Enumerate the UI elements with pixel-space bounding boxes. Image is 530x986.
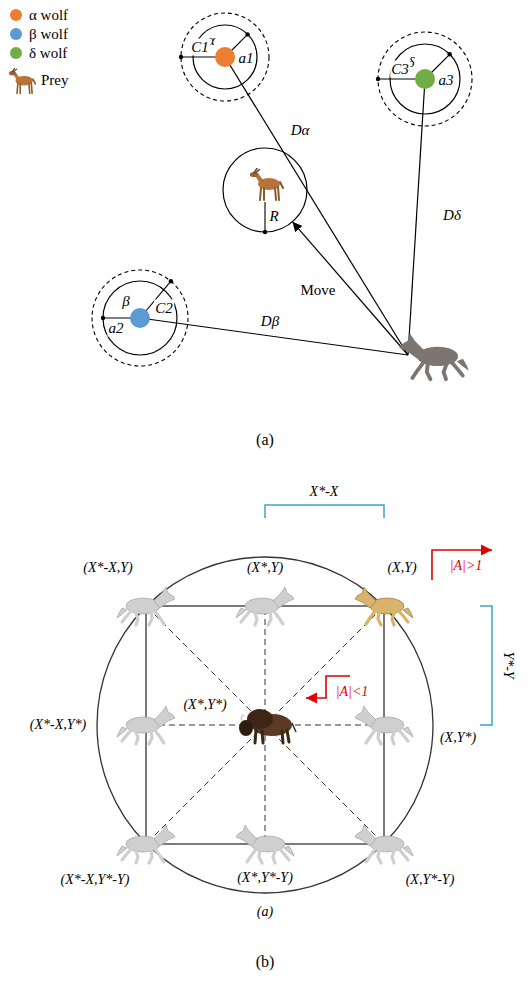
dimension-label: Y*-Y bbox=[500, 650, 516, 679]
grey-wolf bbox=[117, 587, 175, 625]
coordinate-label: (X*,Y*-Y) bbox=[236, 870, 294, 886]
dashed-circle bbox=[378, 32, 472, 126]
prey-circle: R bbox=[219, 144, 311, 236]
circle-label: R bbox=[268, 208, 279, 225]
radius-end-dot bbox=[101, 316, 105, 320]
solid-circle bbox=[223, 148, 307, 232]
circle-label: a2 bbox=[108, 320, 125, 337]
circle-outline bbox=[177, 9, 273, 105]
legend-prey-icon bbox=[9, 68, 35, 93]
dimension-bracket bbox=[480, 606, 492, 725]
legend-text: β wolf bbox=[28, 26, 69, 43]
circle-label: a3 bbox=[438, 72, 455, 89]
wolf-dot bbox=[215, 47, 235, 67]
grey-wolf bbox=[236, 825, 294, 863]
coordinate-label: (X*,Y) bbox=[246, 560, 284, 576]
grey-wolf bbox=[117, 706, 175, 744]
circle-outline bbox=[88, 266, 192, 370]
sub-caption: (a) bbox=[256, 904, 274, 920]
wolf-dot bbox=[415, 69, 435, 89]
panel-caption: (a) bbox=[255, 431, 275, 449]
grey-wolf bbox=[117, 825, 175, 863]
coordinate-label: (X,Y*-Y) bbox=[405, 872, 456, 888]
gold-wolf bbox=[355, 587, 413, 625]
arrow-label: Move bbox=[300, 282, 337, 299]
distance-label: Dβ bbox=[260, 313, 280, 330]
coordinate-label: (X,Y) bbox=[386, 560, 417, 576]
bison bbox=[239, 709, 296, 743]
circle-label: C1 bbox=[190, 39, 210, 56]
radius-end-dot bbox=[376, 77, 380, 81]
dashed-rays bbox=[146, 606, 384, 844]
beta-wolf-circle: β a2 C2 bbox=[88, 266, 192, 370]
grey-wolf bbox=[355, 825, 413, 863]
radius-end-dot bbox=[263, 230, 267, 234]
red-step-arrow bbox=[432, 550, 492, 580]
grey-wolf bbox=[399, 334, 469, 380]
dimension-label: X*-X bbox=[309, 484, 340, 500]
dashed-ray bbox=[265, 725, 266, 844]
legend-swatch bbox=[10, 28, 22, 40]
alpha-wolf-circle: αa1C1 bbox=[177, 9, 273, 105]
grey-wolf bbox=[236, 587, 294, 625]
solid-circle bbox=[103, 281, 177, 355]
coordinate-label: (X*-X,Y*) bbox=[29, 717, 87, 733]
encircle-square bbox=[146, 606, 384, 844]
radius-end-dot bbox=[169, 279, 173, 283]
circle-outline bbox=[219, 144, 311, 236]
delta-wolf-circle: δa3C3 bbox=[374, 28, 476, 130]
radius-end-dot bbox=[245, 32, 249, 36]
wolf-dot bbox=[130, 308, 150, 328]
radius-end-dot bbox=[179, 55, 183, 59]
legend-text: α wolf bbox=[28, 7, 69, 24]
legend-text: δ wolf bbox=[28, 45, 68, 62]
move-arrow bbox=[293, 222, 409, 355]
prey-icon bbox=[250, 169, 283, 201]
panel-caption: (b) bbox=[255, 953, 276, 971]
distance-label: Dδ bbox=[442, 207, 462, 224]
dashed-circle bbox=[92, 270, 188, 366]
condition-label: |A|<1 bbox=[335, 684, 370, 700]
circle-label: C3 bbox=[390, 61, 410, 78]
legend-swatch bbox=[10, 47, 22, 59]
wolf-positions bbox=[117, 587, 413, 863]
radius-end-dot bbox=[448, 52, 452, 56]
legend-swatch bbox=[10, 9, 22, 21]
circle-outline bbox=[374, 28, 476, 130]
coordinate-label: (X,Y*) bbox=[439, 730, 477, 746]
circle-label: β bbox=[121, 293, 130, 310]
legend-text: Prey bbox=[40, 72, 70, 89]
distance-line bbox=[408, 79, 425, 355]
circle-label: a1 bbox=[238, 50, 255, 67]
distance-lines bbox=[140, 57, 425, 355]
radius-line bbox=[264, 202, 265, 232]
dimension-bracket bbox=[265, 505, 384, 518]
encircle-circle bbox=[97, 557, 433, 893]
distance-line bbox=[225, 57, 408, 355]
coordinate-label: (X*-X,Y) bbox=[82, 560, 133, 576]
dashed-ray bbox=[265, 606, 266, 725]
coordinate-label: (X*-X,Y*-Y) bbox=[60, 872, 131, 888]
circle-label: C2 bbox=[154, 300, 174, 317]
distance-label: Dα bbox=[290, 122, 311, 139]
condition-label: |A|>1 bbox=[449, 558, 484, 574]
dashed-circle bbox=[181, 13, 269, 101]
coordinate-label: (X*,Y*) bbox=[182, 697, 227, 713]
grey-wolf bbox=[355, 706, 413, 744]
